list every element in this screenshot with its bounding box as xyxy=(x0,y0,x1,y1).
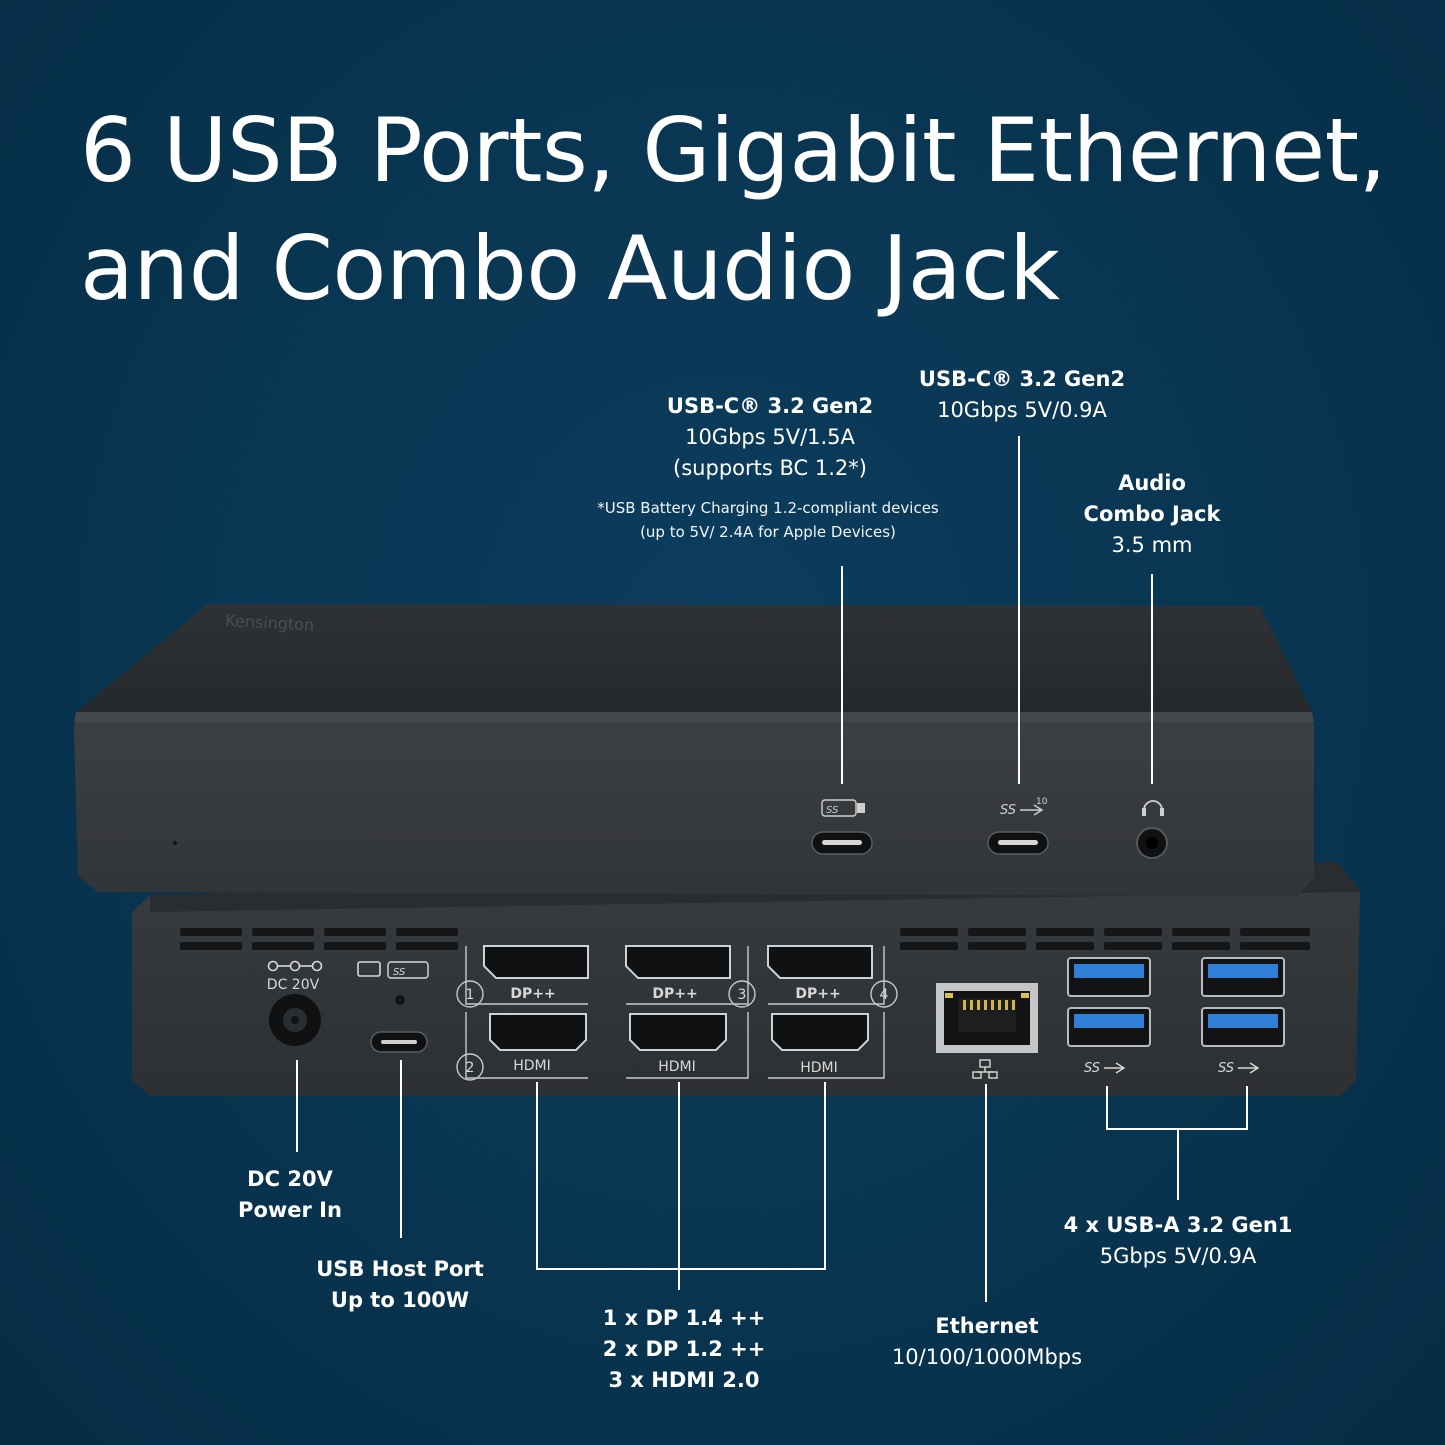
callout-video-line2: 2 x DP 1.2 ++ xyxy=(602,1337,766,1361)
leader-line-usba-stem xyxy=(1177,1128,1179,1200)
callout-usbc-left: USB-C® 3.2 Gen2 10Gbps 5V/1.5A (supports… xyxy=(620,391,920,484)
leader-line-video-right xyxy=(824,1082,826,1270)
note-line-2: (up to 5V/ 2.4A for Apple Devices) xyxy=(640,523,896,541)
callout-audio-spec: 3.5 mm xyxy=(1111,533,1193,557)
port-number-2: 2 xyxy=(466,1060,475,1076)
leader-line-usbc-left xyxy=(841,566,843,784)
callout-audio-line2: Combo Jack xyxy=(1083,502,1221,526)
battery-charge-icon xyxy=(857,803,865,813)
callout-audio-line1: Audio xyxy=(1118,471,1186,495)
callout-video-line3: 3 x HDMI 2.0 xyxy=(608,1368,760,1392)
usb-a-ss-label-1: SS xyxy=(1084,1061,1100,1076)
headset-icon xyxy=(1143,800,1163,811)
port-number-3: 3 xyxy=(738,987,747,1003)
callout-ethernet-title: Ethernet xyxy=(935,1314,1039,1338)
leader-line-usbc-right xyxy=(1018,436,1020,784)
port-number-1: 1 xyxy=(466,987,475,1003)
brand-logo: Kensington xyxy=(225,611,315,635)
usb-trident-icon xyxy=(1238,1062,1260,1074)
dp-label-3: DP++ xyxy=(795,986,840,1002)
network-icon xyxy=(972,1059,998,1079)
audio-combo-jack xyxy=(1136,800,1168,859)
callout-usba: 4 x USB-A 3.2 Gen1 5Gbps 5V/0.9A xyxy=(1048,1210,1308,1272)
callout-video: 1 x DP 1.4 ++ 2 x DP 1.2 ++ 3 x HDMI 2.0 xyxy=(564,1303,804,1396)
front-ss-label-left: SS xyxy=(826,805,839,816)
usb-ss-text: SS xyxy=(393,967,406,978)
video-ports: DP++ DP++ DP++ HDMI HDMI HDMI 1 2 3 4 xyxy=(456,945,898,1081)
callout-host: USB Host Port Up to 100W xyxy=(290,1254,510,1316)
headline-line-2: and Combo Audio Jack xyxy=(80,217,1060,320)
callout-host-line2: Up to 100W xyxy=(330,1288,470,1312)
callout-dc: DC 20V Power In xyxy=(190,1164,390,1226)
callout-dc-line2: Power In xyxy=(238,1198,342,1222)
dc-port-label: DC 20V xyxy=(267,977,320,993)
usb-trident-icon xyxy=(1104,1062,1126,1074)
hdmi-label-2: HDMI xyxy=(658,1059,696,1075)
callout-dc-line1: DC 20V xyxy=(247,1167,333,1191)
front-ss10-label: 10 xyxy=(1036,797,1048,807)
leader-line-dc xyxy=(296,1060,298,1152)
leader-line-audio xyxy=(1151,574,1153,784)
usb-a-ss-label-2: SS xyxy=(1218,1061,1234,1076)
callout-host-line1: USB Host Port xyxy=(316,1257,484,1281)
ethernet-port xyxy=(936,983,1038,1079)
callout-usbc-left-note: *USB Battery Charging 1.2-compliant devi… xyxy=(568,496,968,544)
dp-label-1: DP++ xyxy=(510,986,555,1002)
note-line-1: *USB Battery Charging 1.2-compliant devi… xyxy=(597,499,939,517)
callout-audio: Audio Combo Jack 3.5 mm xyxy=(1052,468,1252,561)
callout-ethernet-spec: 10/100/1000Mbps xyxy=(891,1345,1083,1369)
leader-line-video-left xyxy=(536,1082,538,1270)
usb-trident-icon xyxy=(1020,804,1044,816)
callout-usba-title: 4 x USB-A 3.2 Gen1 xyxy=(1063,1213,1293,1237)
laptop-icon xyxy=(357,961,381,977)
hdmi-label-1: HDMI xyxy=(513,1058,551,1074)
dc-power-port: DC 20V xyxy=(267,960,323,1046)
leader-line-ethernet xyxy=(985,1084,987,1302)
front-usb-c-port-right: SS 10 xyxy=(987,797,1049,855)
callout-usbc-left-spec: 10Gbps 5V/1.5A xyxy=(685,425,855,449)
dock-rear-panel: DC 20V SS xyxy=(132,862,1360,1096)
callout-video-line1: 1 x DP 1.4 ++ xyxy=(602,1306,766,1330)
leader-line-usba-left xyxy=(1106,1086,1108,1130)
callout-usbc-left-sub: (supports BC 1.2*) xyxy=(673,456,867,480)
callout-ethernet: Ethernet 10/100/1000Mbps xyxy=(867,1311,1107,1373)
leader-line-video-mid xyxy=(678,1082,680,1290)
usb-a-ports: SS SS xyxy=(1067,957,1285,1076)
callout-usbc-right: USB-C® 3.2 Gen2 10Gbps 5V/0.9A xyxy=(892,364,1152,426)
hdmi-label-3: HDMI xyxy=(800,1060,838,1076)
usb-host-port: SS xyxy=(357,961,429,1053)
headline-line-1: 6 USB Ports, Gigabit Ethernet, xyxy=(80,99,1387,202)
port-number-4: 4 xyxy=(880,987,889,1003)
front-ss-label-right: SS xyxy=(1000,803,1016,818)
headline: 6 USB Ports, Gigabit Ethernet, and Combo… xyxy=(80,92,1387,328)
usb-ss-logo-icon xyxy=(387,961,429,979)
dp-label-2: DP++ xyxy=(652,986,697,1002)
leader-line-host xyxy=(400,1060,402,1238)
front-usb-c-port-left: SS xyxy=(811,799,873,855)
leader-line-video-bar xyxy=(536,1268,826,1270)
leader-line-usba-right xyxy=(1246,1086,1248,1130)
callout-usbc-right-title: USB-C® 3.2 Gen2 xyxy=(918,367,1126,391)
callout-usbc-left-title: USB-C® 3.2 Gen2 xyxy=(666,394,874,418)
vent-slots xyxy=(180,928,1310,950)
callout-usba-spec: 5Gbps 5V/0.9A xyxy=(1099,1244,1257,1268)
callout-usbc-right-spec: 10Gbps 5V/0.9A xyxy=(937,398,1107,422)
dock-front-unit: Kensington SS SS 10 xyxy=(74,604,1314,896)
